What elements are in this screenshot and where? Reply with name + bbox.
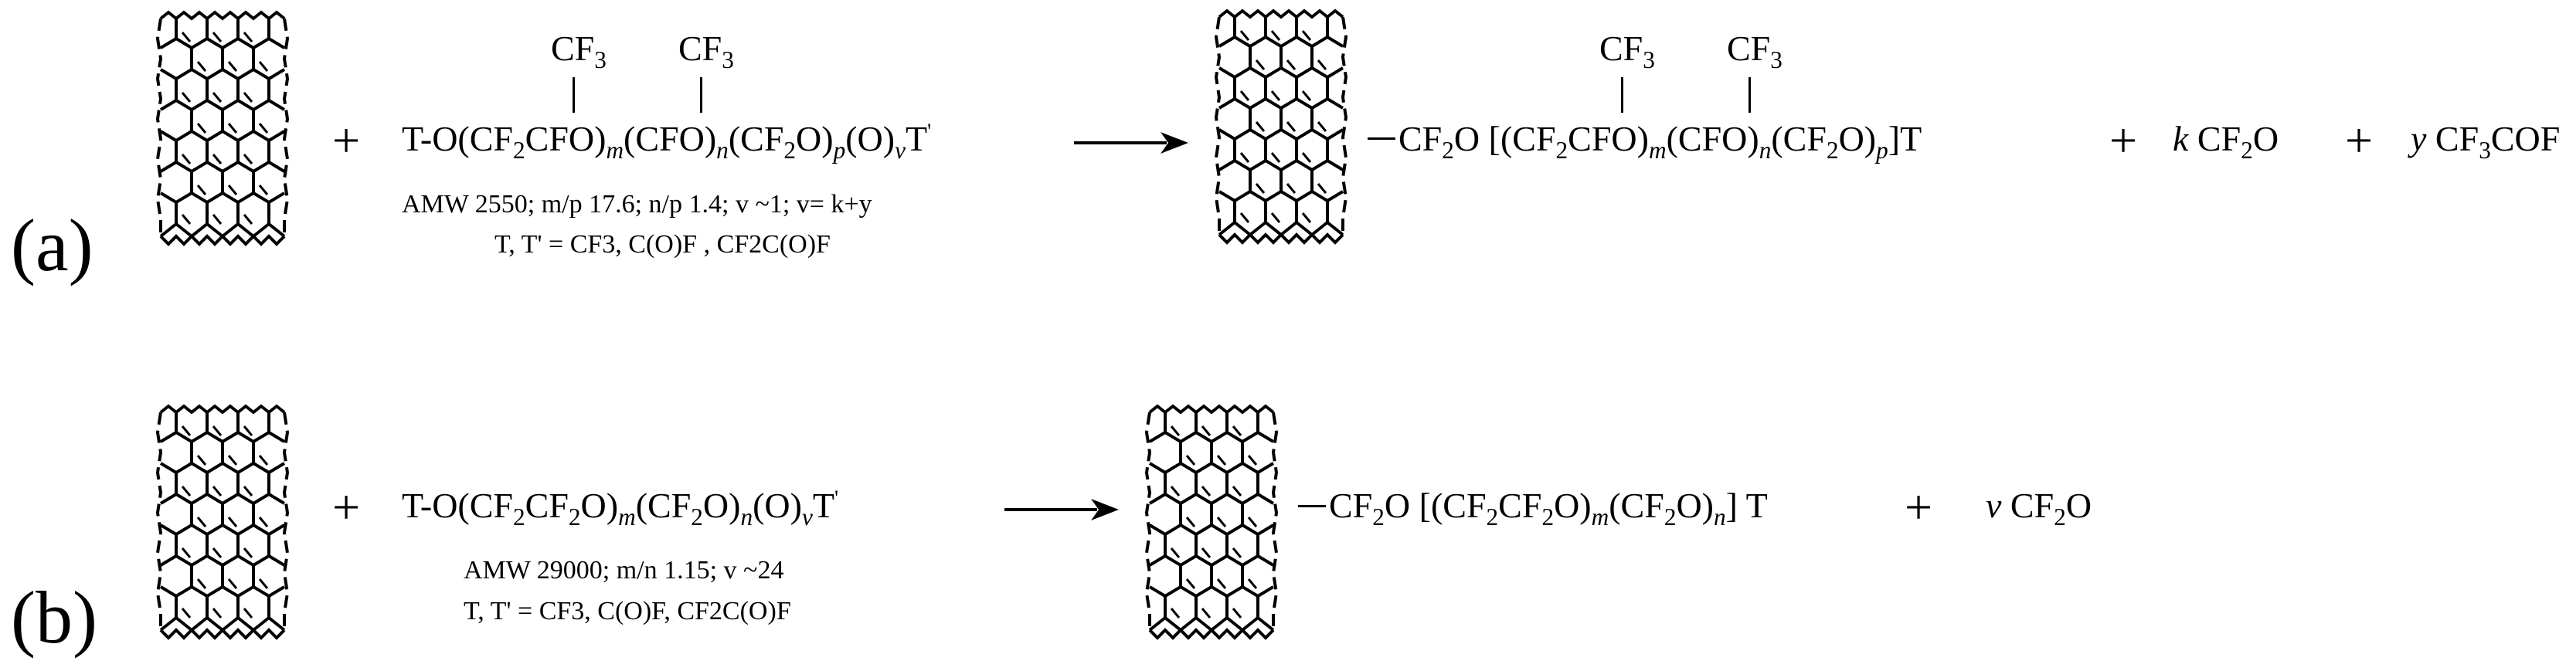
cf3-branch-label: CF3 (1727, 29, 1782, 73)
branch-bond-line (1748, 77, 1751, 113)
branch-bond-line (1621, 77, 1623, 113)
reaction-conditions-line1: AMW 2550; m/p 17.6; n/p 1.4; v ~1; v= k+… (402, 190, 872, 219)
plus-operator: + (1905, 480, 1933, 534)
attachment-bond-line (1298, 505, 1326, 507)
cf3-branch-label: CF3 (678, 29, 734, 73)
panel-label-b: (b) (11, 576, 97, 659)
plus-operator: + (332, 480, 361, 534)
plus-operator: + (2345, 113, 2374, 168)
reactant-formula-b: T-O(CF2CF2O)m(CF2O)n(O)vT' (402, 486, 839, 530)
carbon-nanotube-icon (156, 405, 289, 639)
reaction-conditions-line2: T, T' = CF3, C(O)F, CF2C(O)F (464, 597, 791, 625)
byproduct-formula: v CF2O (1986, 486, 2092, 530)
reaction-arrow-icon (1074, 132, 1188, 154)
carbon-nanotube-icon (1215, 9, 1347, 244)
byproduct-formula: y CF3COF (2411, 119, 2561, 164)
reaction-arrow-icon (1004, 499, 1119, 520)
reactant-formula-a: T-O(CF2CFO)m(CFO)n(CF2O)p(O)vT' (402, 119, 932, 164)
branch-bond-line (700, 77, 702, 113)
attachment-bond-line (1368, 137, 1395, 140)
cf3-branch-label: CF3 (551, 29, 607, 73)
product-formula-a: CF2O [(CF2CFO)m(CFO)n(CF2O)p]T (1398, 119, 1922, 164)
branch-bond-line (573, 77, 575, 113)
reaction-conditions-line1: AMW 29000; m/n 1.15; v ~24 (464, 556, 784, 585)
reaction-conditions-line2: T, T' = CF3, C(O)F , CF2C(O)F (494, 230, 831, 259)
plus-operator: + (2109, 113, 2138, 168)
panel-label-a: (a) (11, 204, 93, 286)
carbon-nanotube-icon (156, 11, 289, 246)
byproduct-formula: k CF2O (2173, 119, 2279, 164)
plus-operator: + (332, 113, 361, 168)
product-formula-b: CF2O [(CF2CF2O)m(CF2O)n] T (1329, 486, 1768, 530)
carbon-nanotube-icon (1145, 405, 1278, 639)
cf3-branch-label: CF3 (1599, 29, 1655, 73)
